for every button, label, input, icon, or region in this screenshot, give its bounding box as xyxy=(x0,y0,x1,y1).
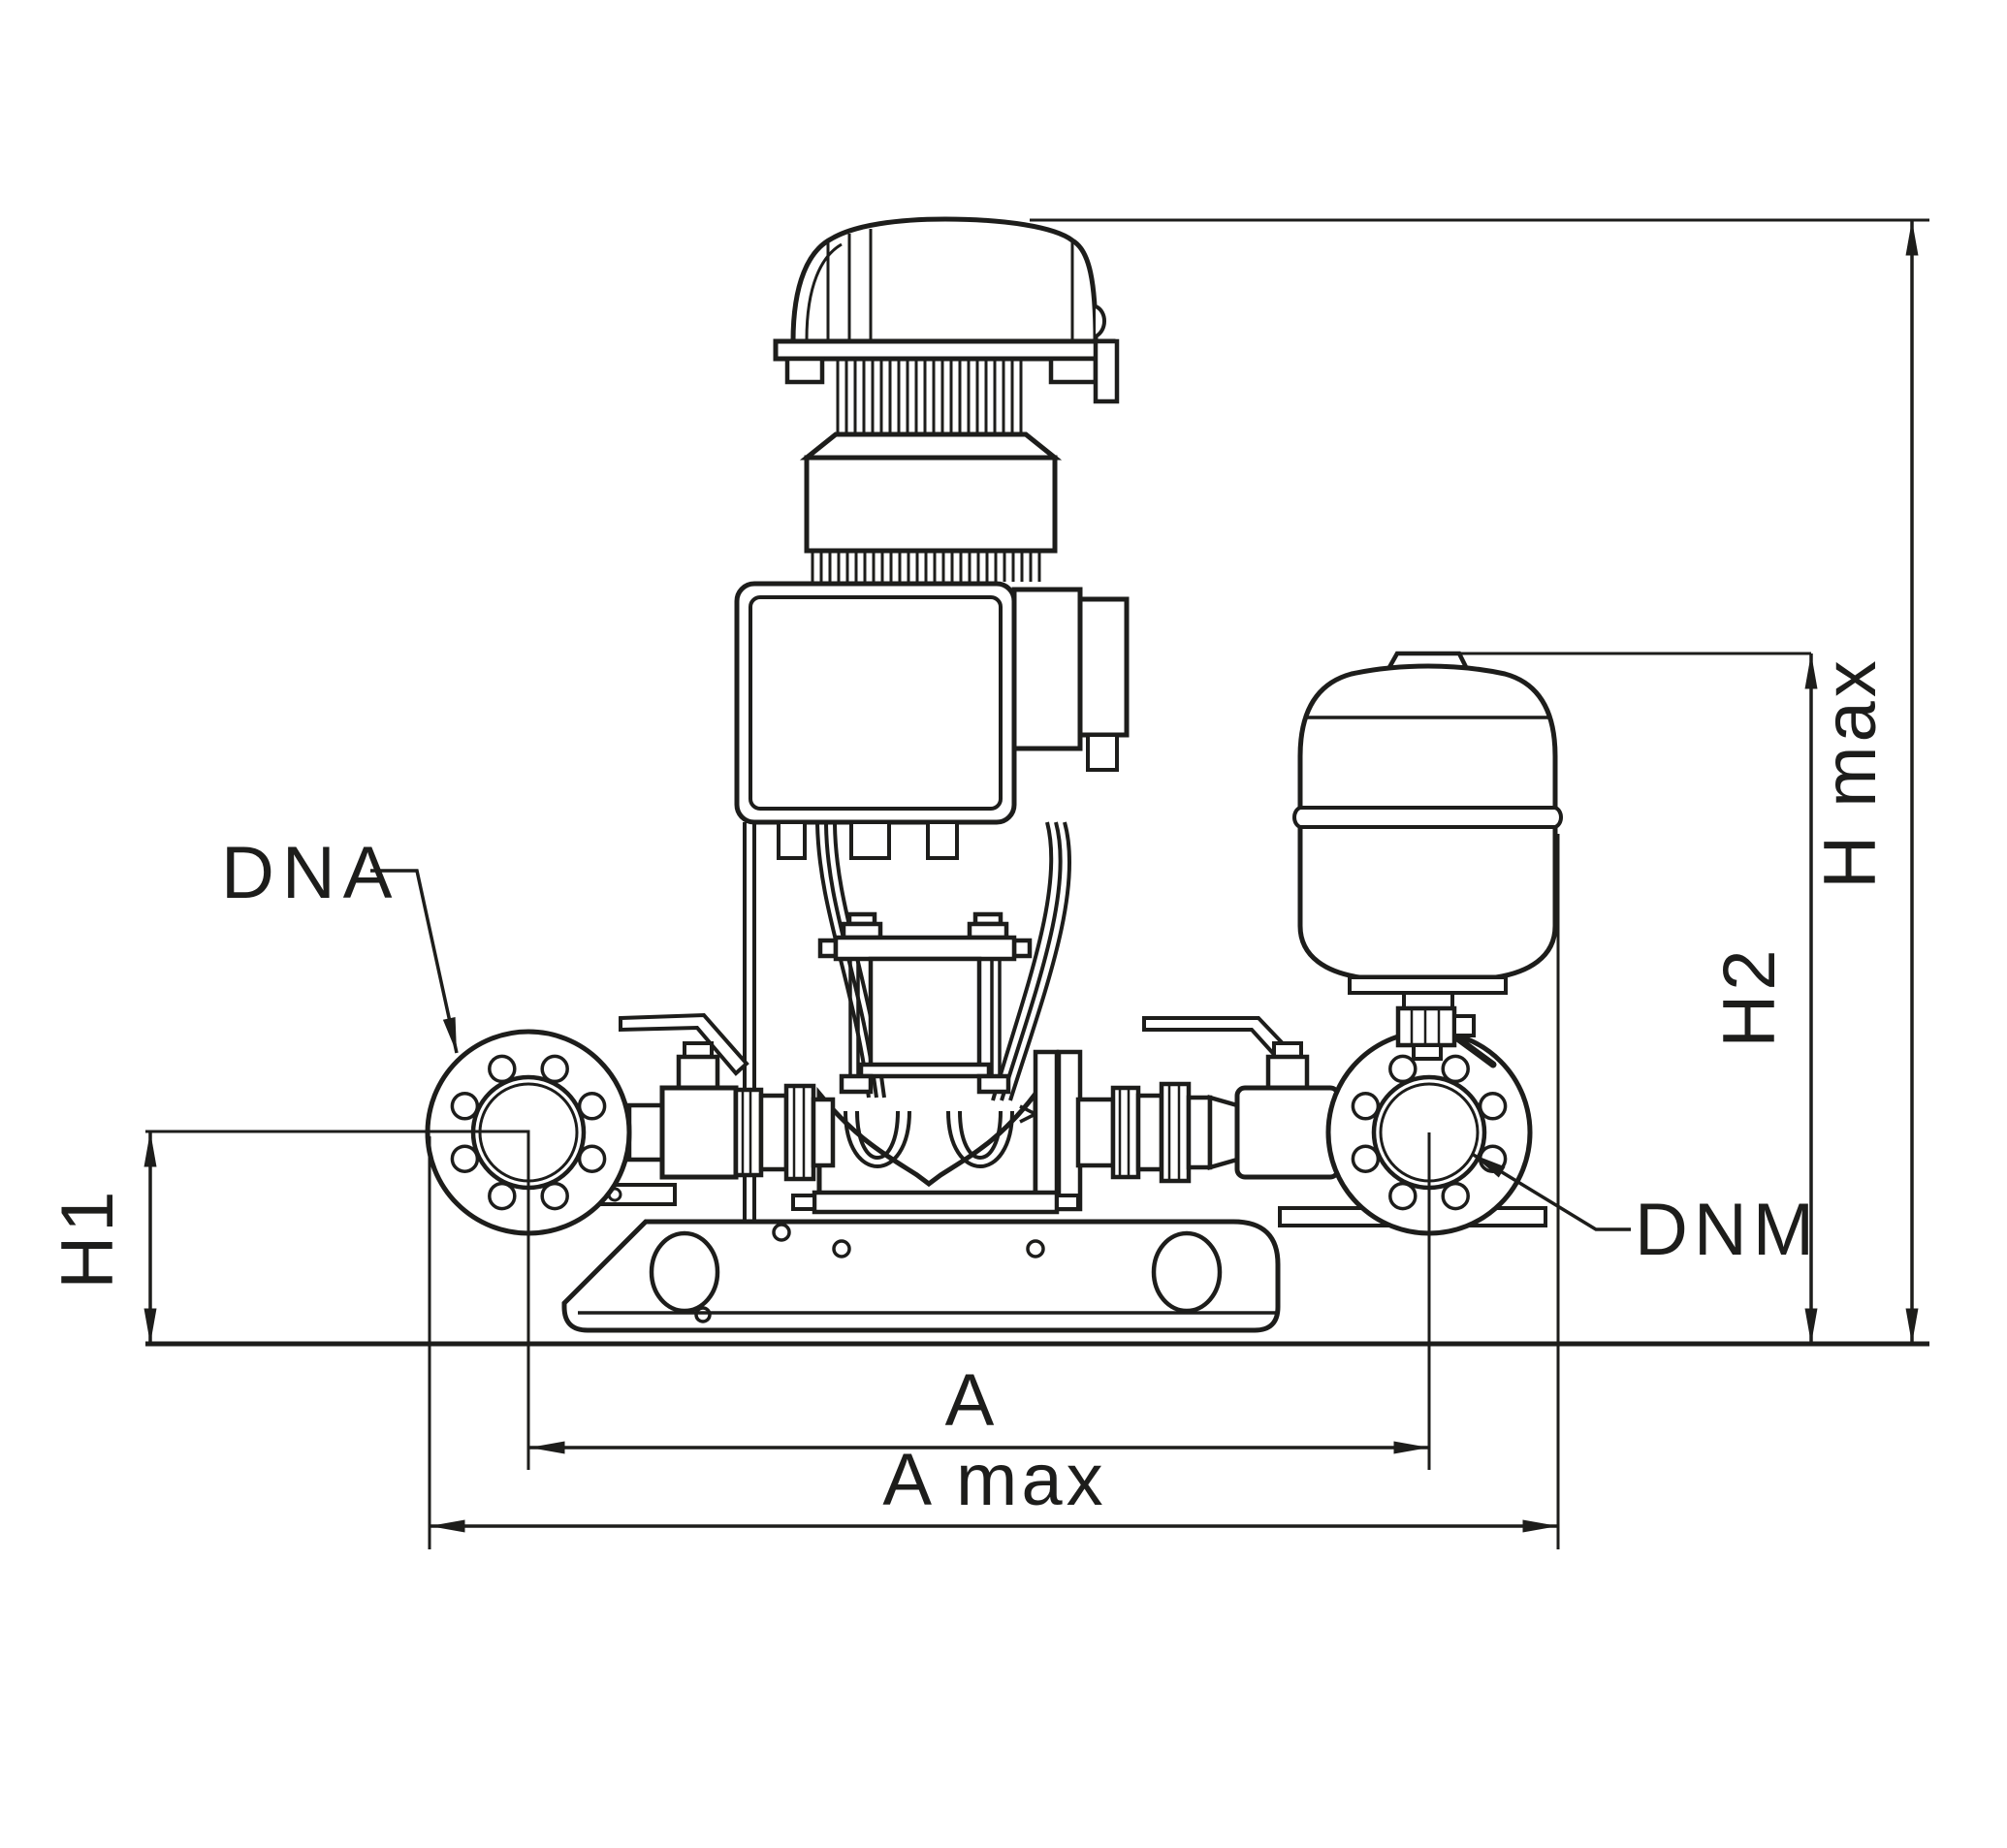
dimensions xyxy=(143,218,1929,1549)
dimension-labels: DNA DNM H1 H2 H max A A max xyxy=(47,656,1892,1521)
base-hole-left xyxy=(649,1230,720,1314)
label-h2: H2 xyxy=(1708,945,1791,1047)
label-h1: H1 xyxy=(47,1187,129,1289)
conduit-box xyxy=(1011,587,1083,751)
tank-shutoff-valve xyxy=(1395,1005,1497,1068)
label-dna: DNA xyxy=(221,832,399,914)
fan-cover-clamp-ring xyxy=(773,338,1116,362)
pump-foot xyxy=(812,1190,1060,1215)
suction-pipe xyxy=(626,1102,665,1163)
valve-lever-left xyxy=(619,1012,749,1076)
valve-stem-left xyxy=(676,1054,720,1091)
fan-cover xyxy=(773,216,1120,404)
label-h-max: H max xyxy=(1809,656,1892,889)
leader-dnm xyxy=(1471,1152,1631,1231)
pump-pedestal xyxy=(817,911,1033,1095)
tank-connection-pipe xyxy=(1412,1043,1443,1061)
discharge-plate xyxy=(1033,1049,1060,1212)
drip-tray xyxy=(561,1219,1281,1333)
suction-pipework xyxy=(619,1012,836,1182)
ext-line-flange-center-left xyxy=(145,1130,530,1470)
discharge-pipe xyxy=(1075,1097,1116,1168)
label-a: A xyxy=(945,1359,999,1442)
pipe-union-right xyxy=(1135,1093,1164,1172)
motor-cooling-fins-upper xyxy=(836,361,1023,432)
pipe-union-left xyxy=(758,1093,789,1172)
pressure-tank xyxy=(1292,651,1563,1068)
pump-unit xyxy=(734,216,1130,1220)
tank-base-skirt xyxy=(1348,975,1508,995)
leader-dna xyxy=(370,869,459,1054)
motor-band xyxy=(804,455,1058,554)
ball-valve-left xyxy=(659,1085,739,1180)
tank-seam-ring xyxy=(1292,806,1563,829)
conduit-cover xyxy=(1077,596,1130,738)
label-a-max: A max xyxy=(882,1439,1106,1521)
terminal-box xyxy=(734,581,1130,860)
base-plate xyxy=(502,1183,1547,1333)
valve-stem-right xyxy=(1265,1054,1310,1091)
motor-cooling-fins-lower xyxy=(811,551,1041,582)
base-hole-right xyxy=(1151,1230,1223,1314)
pump-casing xyxy=(791,1049,1083,1215)
label-dnm: DNM xyxy=(1635,1189,1820,1271)
ball-valve-right xyxy=(1234,1085,1341,1180)
motor-shoulder xyxy=(799,431,1063,461)
conduit-stub xyxy=(1086,733,1119,772)
